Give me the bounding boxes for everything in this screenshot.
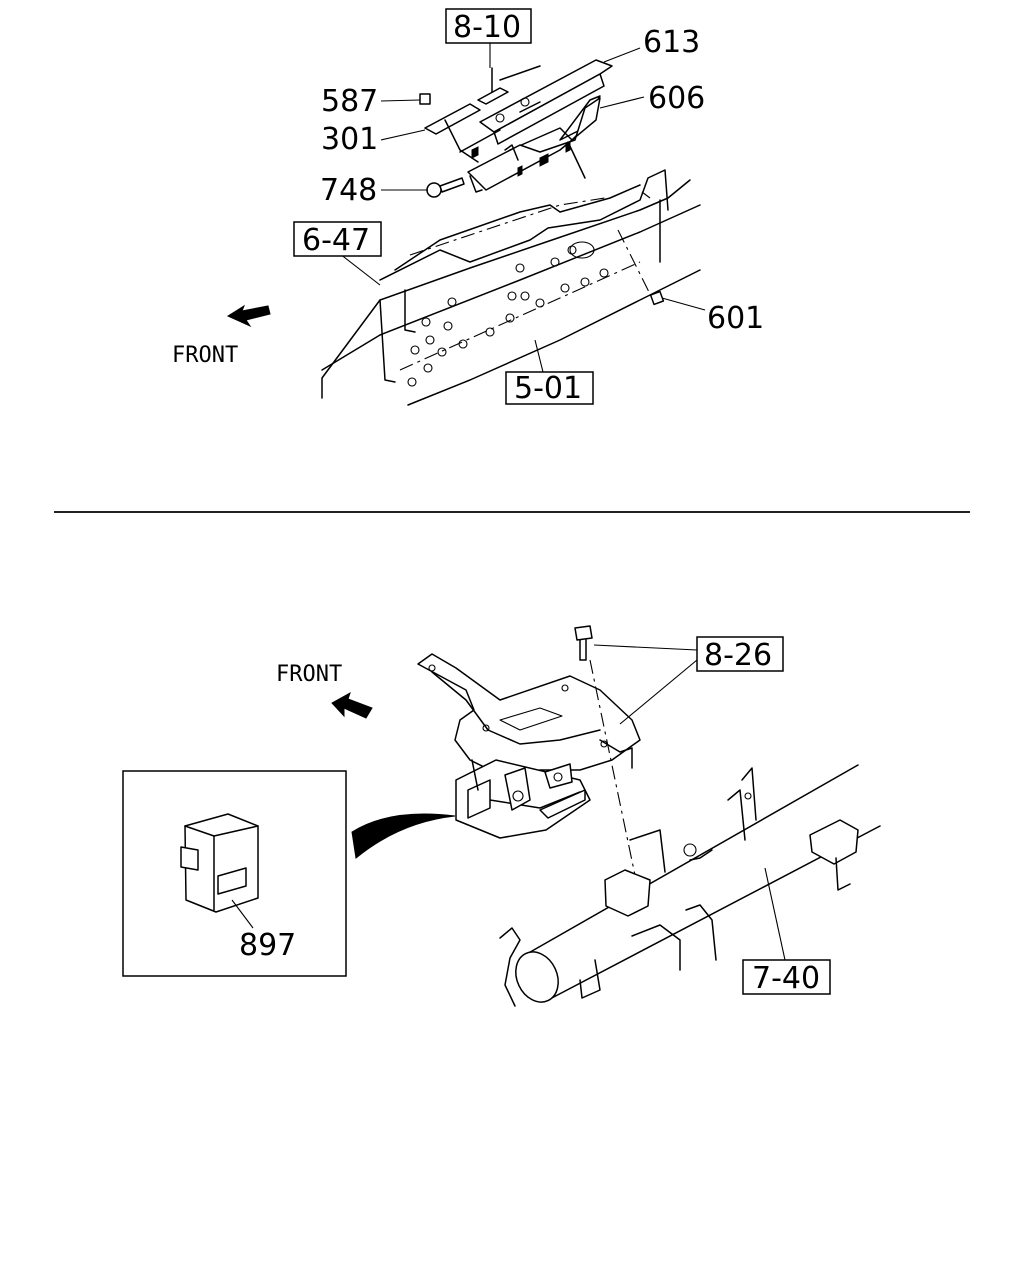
callout-arrow-icon bbox=[351, 813, 456, 859]
bottom-assembly-view: FRONT bbox=[122, 625, 881, 1007]
ref-label-5-01: 5-01 bbox=[514, 371, 582, 406]
chassis-frame-drawing bbox=[321, 169, 701, 406]
ref-box-6-47 bbox=[293, 221, 382, 257]
ref-box-7-40 bbox=[742, 959, 831, 995]
bolt-drawing bbox=[574, 625, 637, 881]
control-module-assembly bbox=[419, 59, 613, 198]
top-leader-lines bbox=[339, 43, 706, 373]
ref-label-8-26: 8-26 bbox=[704, 638, 772, 673]
ref-box-5-01 bbox=[505, 371, 594, 405]
front-arrow-icon bbox=[331, 691, 373, 719]
front-direction-label: FRONT bbox=[276, 662, 342, 687]
part-number-897: 897 bbox=[239, 928, 296, 963]
part-number-587: 587 bbox=[321, 84, 378, 119]
ref-label-6-47: 6-47 bbox=[302, 223, 370, 258]
part-number-606: 606 bbox=[648, 81, 705, 116]
bottom-leader-lines bbox=[593, 644, 786, 961]
ref-box-8-26 bbox=[696, 636, 784, 672]
front-arrow-icon bbox=[226, 304, 271, 328]
top-assembly-view: 8-10 6-47 5-01 613 606 587 301 748 601 F… bbox=[172, 8, 764, 406]
part-number-601: 601 bbox=[707, 301, 764, 336]
part-number-613: 613 bbox=[643, 25, 700, 60]
ref-box-8-10 bbox=[445, 8, 532, 44]
part-number-748: 748 bbox=[320, 173, 377, 208]
front-direction-label: FRONT bbox=[172, 343, 238, 368]
module-bracket-drawing bbox=[417, 653, 641, 839]
detail-inset: 897 bbox=[122, 770, 347, 977]
ref-label-7-40: 7-40 bbox=[752, 961, 820, 996]
part-number-301: 301 bbox=[321, 122, 378, 157]
ref-label-8-10: 8-10 bbox=[453, 10, 521, 45]
cross-member-drawing bbox=[499, 764, 881, 1007]
